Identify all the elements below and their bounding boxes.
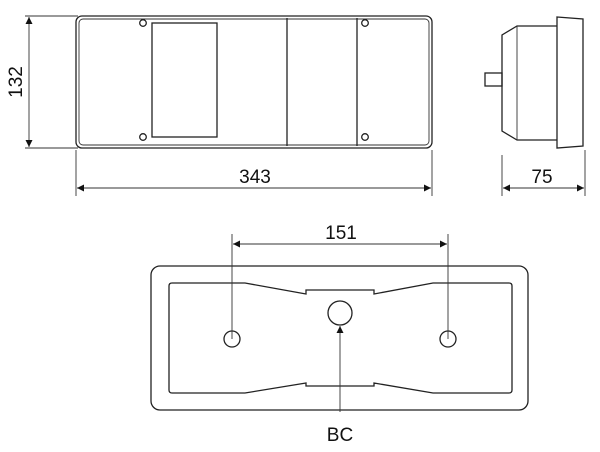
- side-view: [484, 16, 584, 149]
- connector-pin: [484, 72, 503, 87]
- screw-hole: [139, 19, 147, 27]
- lamp-body: [501, 25, 557, 141]
- height-dimension: 132: [6, 15, 78, 149]
- width-label: 343: [239, 167, 271, 188]
- connector-label: BC: [327, 425, 353, 446]
- lamp-inner-outline: [78, 18, 430, 146]
- screw-hole: [361, 133, 369, 141]
- lamp-outline: [75, 15, 433, 149]
- hole-spacing-label: 151: [325, 223, 357, 244]
- height-label: 132: [6, 66, 27, 98]
- rear-view: [150, 265, 529, 411]
- screw-hole: [361, 19, 369, 27]
- lens-window: [151, 22, 218, 138]
- rear-outline: [150, 265, 529, 411]
- front-view: [75, 15, 433, 149]
- screw-hole: [139, 133, 147, 141]
- hole-spacing-dimension: 151: [231, 223, 449, 339]
- width-dimension: 343: [75, 150, 433, 196]
- cable-entry-hole: [327, 300, 353, 326]
- connector-callout: BC: [327, 326, 353, 446]
- depth-dimension: 75: [501, 150, 586, 196]
- depth-label: 75: [531, 167, 552, 188]
- rear-recess: [168, 282, 513, 394]
- lamp-flange: [556, 16, 584, 149]
